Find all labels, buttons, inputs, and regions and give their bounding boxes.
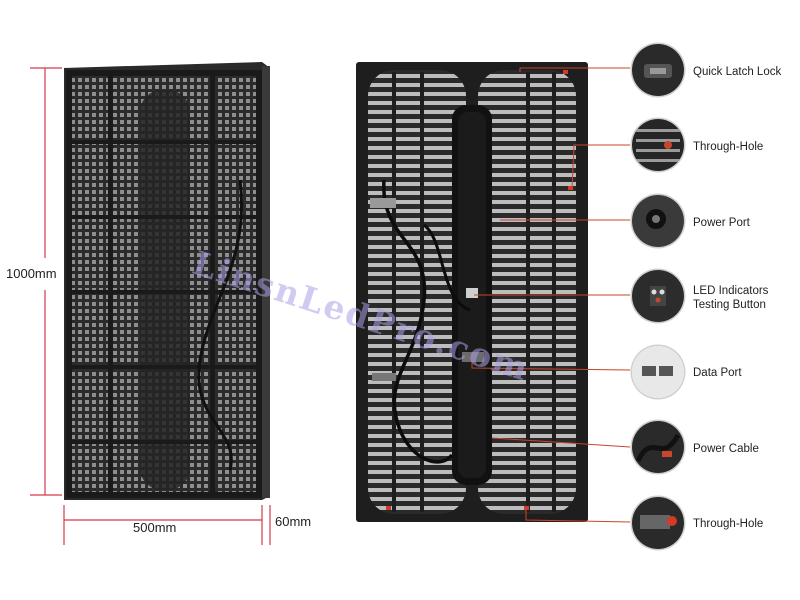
- power-port-icon: [632, 195, 684, 247]
- depth-label: 60mm: [275, 514, 312, 529]
- callout-label-led-indicators-line1: LED Indicators: [693, 285, 769, 297]
- callout-lines: [471, 67, 631, 523]
- callout-label-led-indicators: LED Indicators Testing Button: [693, 284, 768, 312]
- power-cable-icon: [632, 421, 684, 473]
- width-label: 500mm: [133, 520, 177, 535]
- front-panel: [64, 62, 270, 500]
- back-panel: [356, 62, 588, 522]
- through-hole-bottom-icon: [632, 497, 684, 549]
- callout-label-power-cable: Power Cable: [693, 443, 759, 455]
- data-port-icon: [632, 346, 684, 398]
- height-label: 1000mm: [6, 266, 57, 281]
- callout-label-through-hole-bottom: Through-Hole: [693, 518, 764, 530]
- callout-label-through-hole: Through-Hole: [693, 141, 764, 153]
- width-dimension: [63, 505, 271, 545]
- height-dimension: [30, 67, 62, 496]
- callout-label-power-port: Power Port: [693, 217, 750, 229]
- callout-label-data-port: Data Port: [693, 367, 742, 379]
- callout-label-quick-latch-lock: Quick Latch Lock: [693, 66, 782, 78]
- latch-lock-icon: [632, 44, 684, 96]
- led-indicator-icon: [632, 270, 684, 322]
- callout-label-testing-button-line2: Testing Button: [693, 299, 766, 311]
- through-hole-icon: [632, 119, 684, 171]
